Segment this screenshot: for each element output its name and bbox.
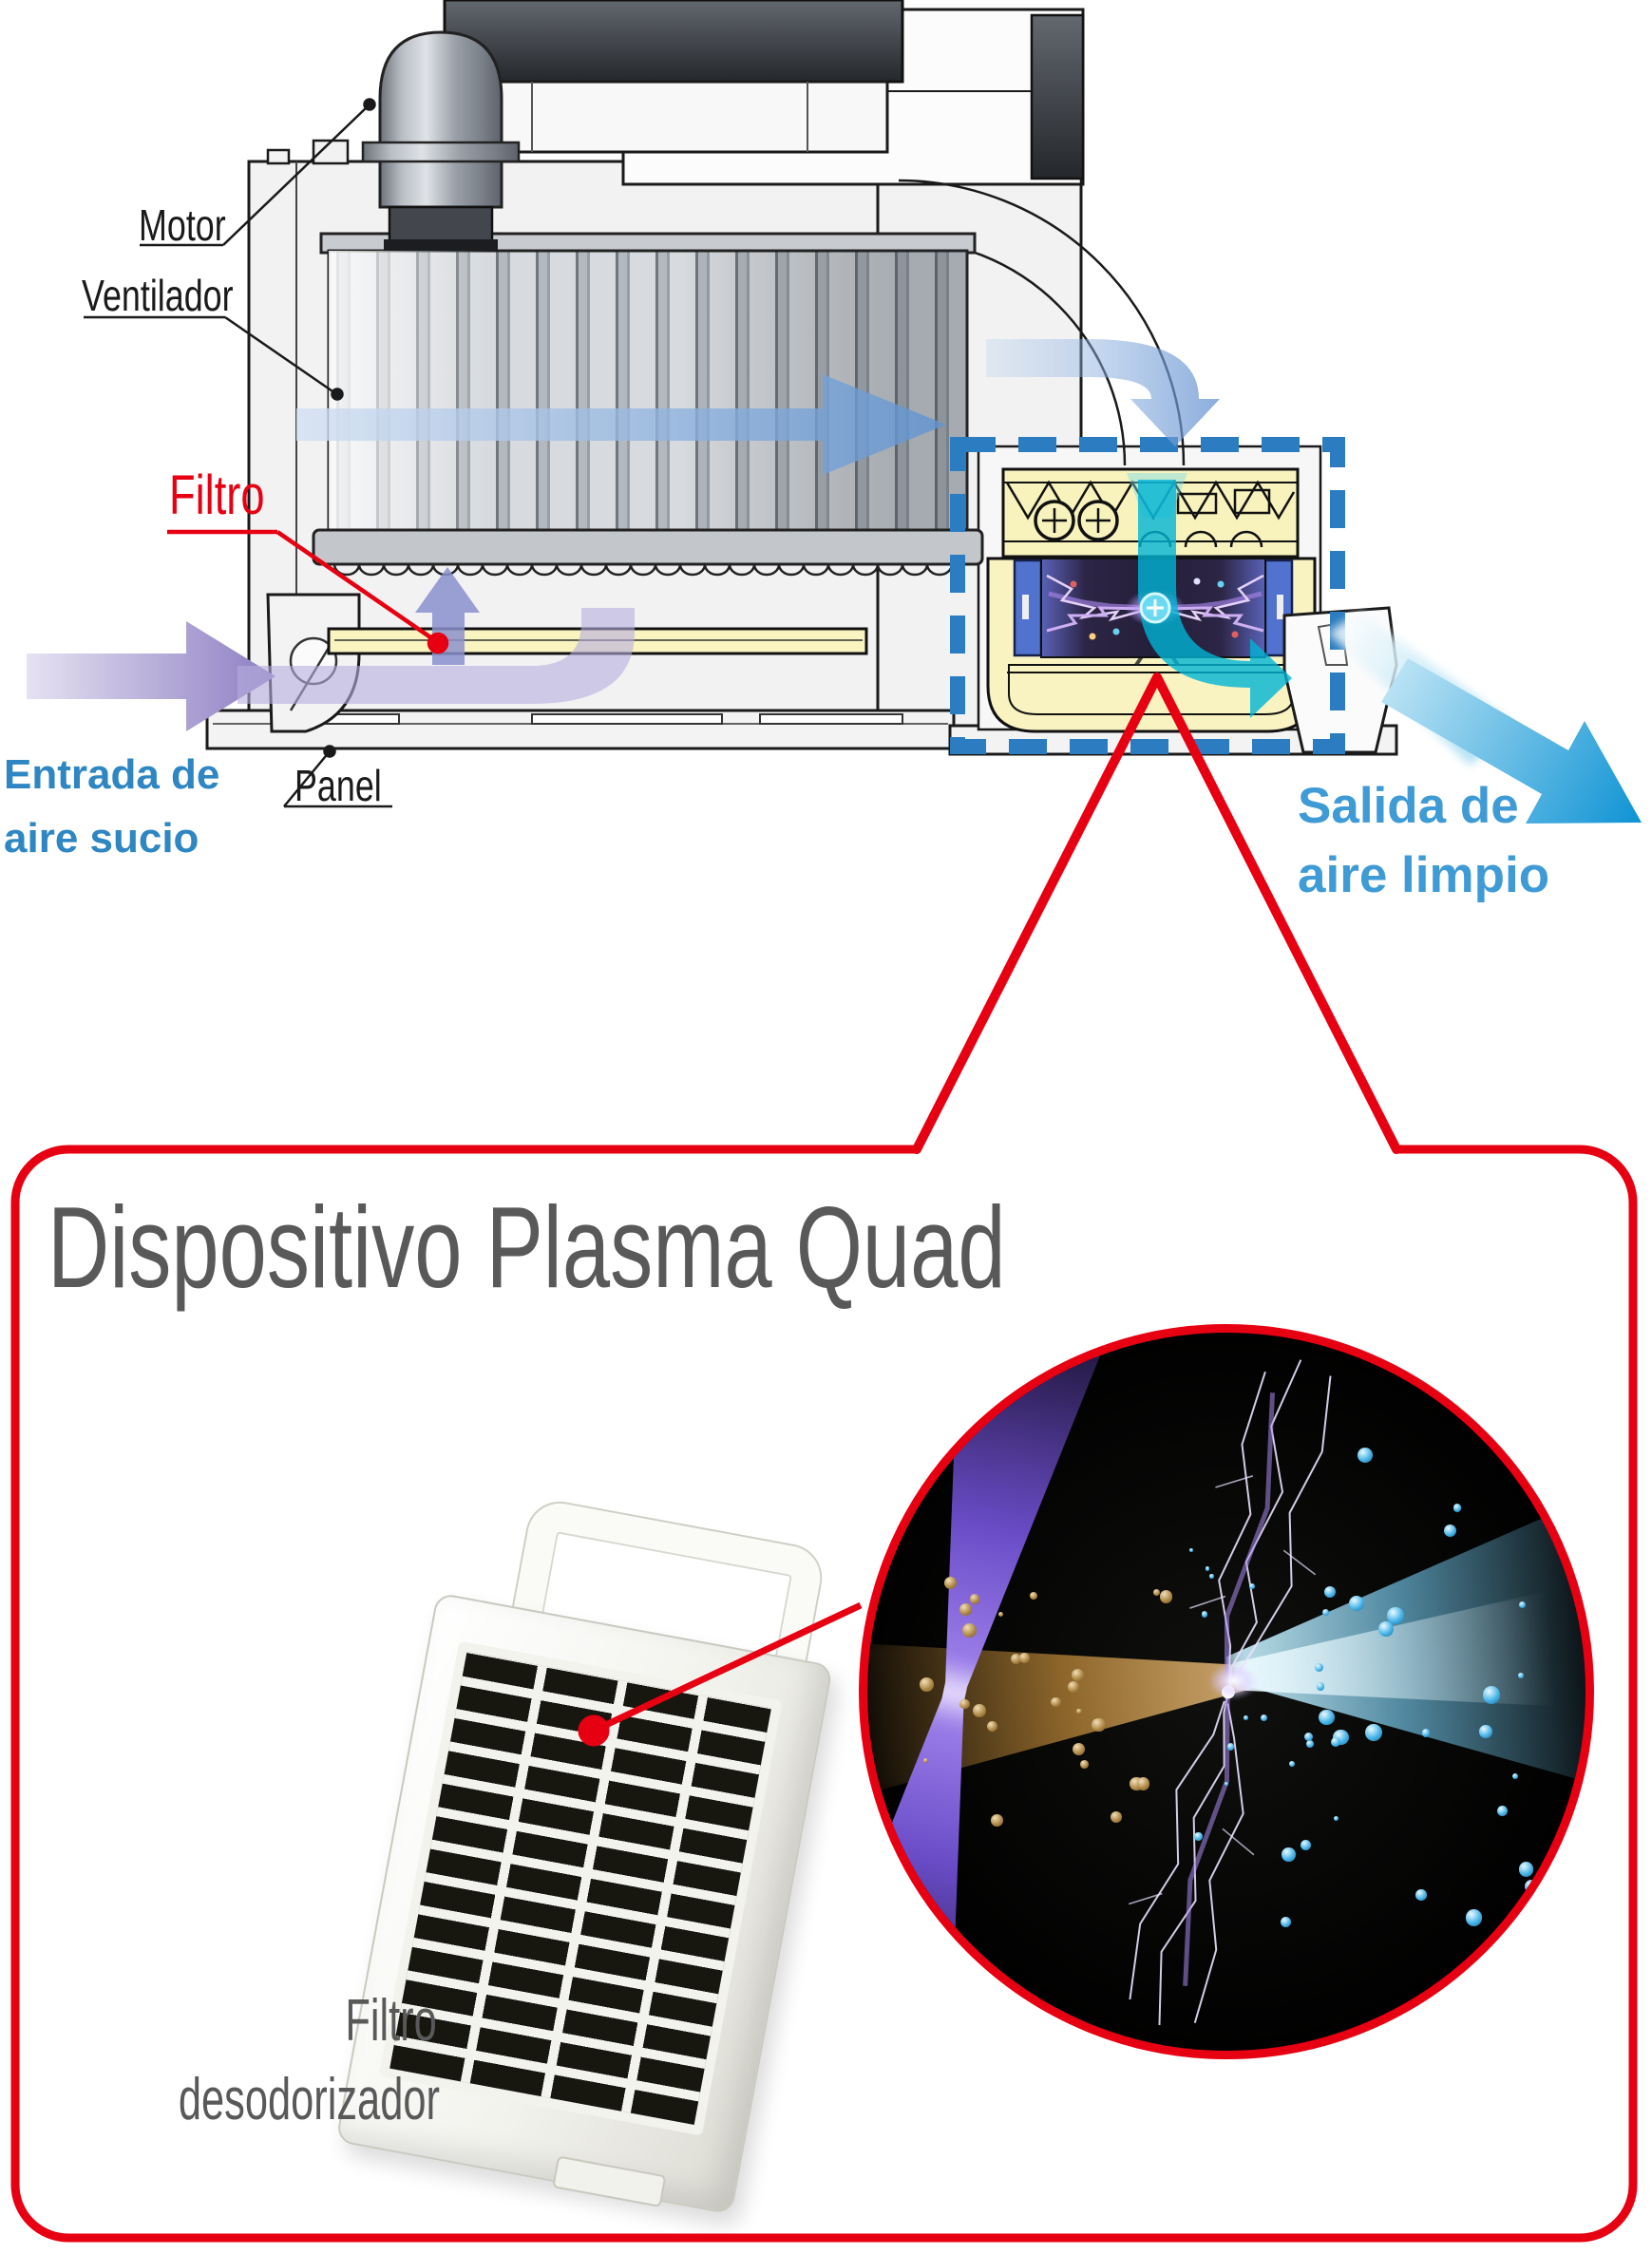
inlet-label-line1: Entrada de <box>4 751 220 798</box>
plasma-particle <box>1281 1917 1291 1928</box>
plasma-particle <box>959 1603 973 1616</box>
plasma-particle <box>1333 1815 1339 1821</box>
filter-label-line1: Filtro <box>345 1988 437 2054</box>
outlet-label-line2: aire limpio <box>1298 847 1550 903</box>
plasma-particle <box>1479 1725 1492 1738</box>
callout-title: Dispositivo Plasma Quad <box>47 1181 1342 1314</box>
plasma-circle <box>859 1324 1594 2059</box>
panel-label: Panel <box>294 760 407 811</box>
dirty-air-intake-arrow <box>27 621 275 731</box>
panel-label-text: Panel <box>294 761 382 810</box>
plasma-particle <box>1524 1879 1538 1893</box>
elbow-airflow-arrow <box>986 339 1220 446</box>
plasma-particle <box>1281 1847 1296 1863</box>
ventilador-label: Ventilador <box>82 270 276 321</box>
plasma-particle <box>1030 1591 1037 1600</box>
plasma-particle <box>1518 1673 1524 1679</box>
plasma-particle <box>1110 1811 1122 1824</box>
clean-air-device-arrow <box>1127 473 1292 718</box>
plasma-particle <box>1314 1663 1323 1673</box>
clean-air-exit-arrow <box>1381 658 1642 824</box>
plasma-particle <box>1226 1743 1235 1751</box>
plasma-particle <box>1249 1583 1255 1589</box>
plasma-particle <box>1243 1714 1248 1720</box>
plasma-particle <box>1092 1717 1106 1733</box>
plasma-particle <box>1465 1909 1483 1926</box>
plasma-particle <box>1209 1573 1214 1579</box>
plasma-particle <box>1076 1708 1082 1714</box>
plasma-particle <box>1152 1588 1160 1596</box>
plasma-particle <box>969 1593 980 1604</box>
plasma-particle <box>1518 1862 1534 1877</box>
plasma-particle <box>1415 1888 1427 1901</box>
motor-label-text: Motor <box>139 200 226 250</box>
unit-cross-section-drawing <box>27 0 1642 824</box>
plasma-particle <box>1205 1566 1210 1571</box>
plasma-particle <box>1137 1777 1150 1790</box>
fan-airflow-arrow <box>296 374 946 475</box>
plasma-particle <box>1421 1728 1431 1737</box>
plasma-particle <box>959 1698 970 1710</box>
plasma-particle <box>1453 1504 1462 1512</box>
dirty-air-inlet-label: Entrada de aire sucio <box>4 743 219 870</box>
clean-air-outlet-label: Salida de aire limpio <box>1298 771 1549 910</box>
plasma-particle <box>1377 1621 1394 1637</box>
motor-label: Motor <box>139 199 251 251</box>
plasma-particle <box>1019 1653 1030 1664</box>
outlet-label-line1: Salida de <box>1298 778 1519 834</box>
filtro-leader-line <box>167 529 449 654</box>
filtro-label: Filtro <box>169 464 292 527</box>
filter-label-line2: desodorizador <box>178 2067 440 2132</box>
plasma-focus-point <box>1208 1662 1259 1699</box>
ventilador-label-text: Ventilador <box>82 271 234 320</box>
top-equipment-boxes <box>443 0 1085 186</box>
under-panel-flow-band <box>237 608 635 704</box>
filter-tab <box>552 2155 667 2207</box>
plasma-particle <box>1387 1607 1404 1624</box>
plasma-particle <box>1050 1696 1061 1708</box>
leader-lines <box>84 98 392 808</box>
plasma-particle <box>1496 1806 1508 1817</box>
inlet-label-line2: aire sucio <box>4 815 199 862</box>
plasma-particle <box>1319 1709 1335 1725</box>
plasma-particle <box>1305 1739 1314 1749</box>
deodorizing-filter-label: Filtro desodorizador <box>66 1981 440 2139</box>
filtro-label-text: Filtro <box>169 464 265 526</box>
callout-title-text: Dispositivo Plasma Quad <box>47 1183 1006 1312</box>
motor-drawing <box>361 30 521 251</box>
plasma-particle <box>1316 1682 1325 1691</box>
plasma-particle <box>991 1814 1003 1828</box>
filter-up-arrow <box>415 567 480 665</box>
plasma-particle <box>1288 1761 1295 1767</box>
plasma-particle <box>1303 1732 1313 1741</box>
plasma-particle <box>1482 1686 1501 1704</box>
plasma-particle <box>920 1676 935 1692</box>
plasma-particle <box>1201 1611 1208 1618</box>
plasma-particle <box>1511 1772 1518 1779</box>
plasma-particle <box>1194 1832 1203 1841</box>
plasma-particle <box>1080 1760 1089 1769</box>
